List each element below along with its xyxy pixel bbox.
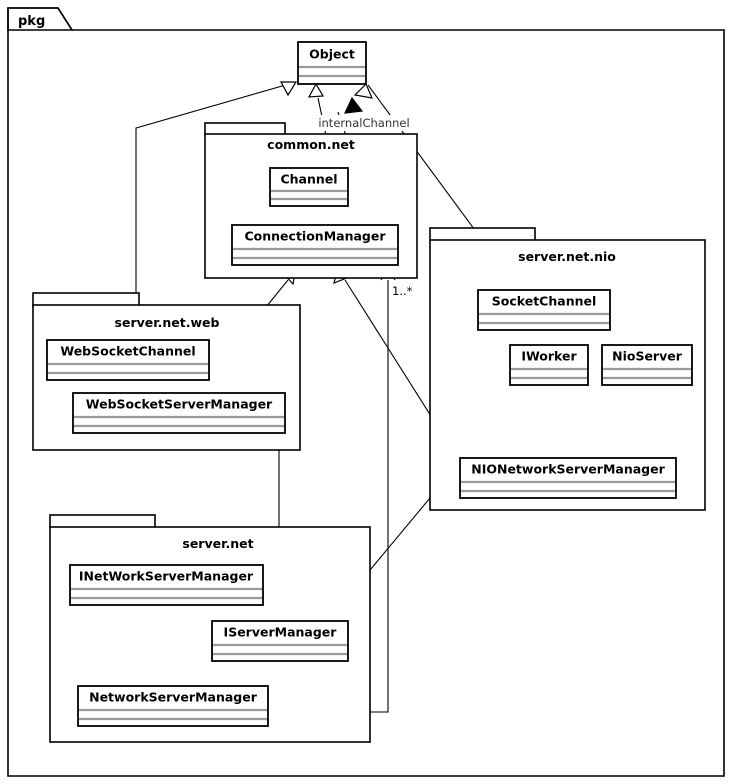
class-channel[interactable]: Channel — [269, 167, 349, 207]
class-object[interactable]: Object — [297, 41, 367, 85]
class-connection-manager[interactable]: ConnectionManager — [231, 224, 399, 266]
class-name-web-socket-server-manager: WebSocketServerManager — [86, 397, 273, 412]
class-name-object: Object — [309, 47, 355, 62]
label-backdrop-internalchannel — [306, 115, 422, 131]
class-nio-server[interactable]: NioServer — [601, 344, 693, 386]
package-label-server-net-nio: server.net.nio — [518, 249, 616, 264]
solid-triangle-arrowhead — [344, 96, 364, 114]
class-name-socket-channel: SocketChannel — [492, 294, 597, 309]
class-inetwork-server-manager[interactable]: INetWorkServerManager — [69, 564, 264, 606]
class-name-connection-manager: ConnectionManager — [245, 229, 387, 244]
package-label-server-net: server.net — [182, 536, 253, 551]
class-web-socket-channel[interactable]: WebSocketChannel — [46, 339, 210, 381]
frame-label: pkg — [18, 14, 45, 29]
class-name-network-server-manager: NetworkServerManager — [89, 690, 258, 705]
class-name-nio-server: NioServer — [612, 349, 683, 364]
hollow-triangle-arrowhead — [307, 82, 325, 98]
class-name-iworker: IWorker — [521, 349, 577, 364]
class-iserver-manager[interactable]: IServerManager — [211, 620, 349, 662]
class-name-nio-network-server-manager: NIONetworkServerManager — [471, 462, 665, 477]
class-name-inetwork-server-manager: INetWorkServerManager — [79, 569, 254, 584]
hollow-triangle-arrowhead — [353, 82, 373, 99]
class-socket-channel[interactable]: SocketChannel — [477, 289, 611, 331]
class-network-server-manager[interactable]: NetworkServerManager — [77, 685, 269, 727]
class-name-web-socket-channel: WebSocketChannel — [60, 344, 195, 359]
diagram-frame: pkg — [7, 7, 725, 777]
edge-label-internalchannel: internalChannel — [318, 116, 409, 130]
edge-websocketchannel-to-object — [135, 81, 298, 340]
class-name-iserver-manager: IServerManager — [224, 625, 338, 640]
class-iworker[interactable]: IWorker — [509, 344, 589, 386]
hollow-triangle-arrowhead — [279, 81, 298, 97]
label-backdrop-multiplicity — [390, 283, 420, 298]
package-label-server-net-web: server.net.web — [115, 315, 220, 330]
edge-label-multiplicity: 1..* — [392, 284, 413, 298]
class-name-channel: Channel — [280, 172, 337, 187]
class-web-socket-server-manager[interactable]: WebSocketServerManager — [72, 392, 286, 434]
class-nio-network-server-manager[interactable]: NIONetworkServerManager — [459, 457, 677, 499]
package-label-common-net: common.net — [267, 137, 355, 152]
